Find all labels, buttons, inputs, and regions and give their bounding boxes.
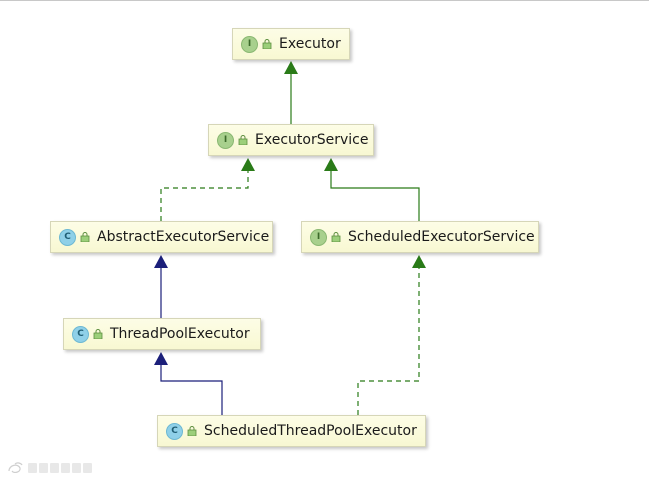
edge-executorservice-executor xyxy=(284,61,298,124)
edge-scheduledthreadpoolexecutor-threadpoolexecutor xyxy=(154,352,223,415)
node-label: ExecutorService xyxy=(255,132,369,148)
edge-abstractexecutorservice-executorservice xyxy=(160,158,255,221)
lock-icon xyxy=(331,232,341,242)
edge-scheduledexecutorservice-executorservice xyxy=(324,158,420,221)
top-divider xyxy=(0,0,649,1)
node-scheduled-thread-pool-executor[interactable]: C ScheduledThreadPoolExecutor xyxy=(157,415,426,447)
node-label: ScheduledThreadPoolExecutor xyxy=(204,423,417,439)
node-executor[interactable]: I Executor xyxy=(232,28,350,60)
edge-scheduledthreadpoolexecutor-scheduledexecutorservice xyxy=(357,255,426,415)
watermark-logo xyxy=(8,462,92,474)
lock-icon xyxy=(238,135,248,145)
class-badge-icon: C xyxy=(59,228,76,246)
interface-badge-icon: I xyxy=(310,228,327,246)
node-executor-service[interactable]: I ExecutorService xyxy=(208,124,374,156)
lock-icon xyxy=(80,232,90,242)
interface-badge-icon: I xyxy=(241,35,258,53)
node-label: ThreadPoolExecutor xyxy=(110,326,250,342)
node-label: AbstractExecutorService xyxy=(97,229,270,245)
node-abstract-executor-service[interactable]: C AbstractExecutorService xyxy=(50,221,273,253)
class-badge-icon: C xyxy=(72,325,89,343)
lock-icon xyxy=(93,329,103,339)
edge-threadpoolexecutor-abstractexecutorservice xyxy=(154,255,168,318)
lock-icon xyxy=(187,426,197,436)
node-scheduled-executor-service[interactable]: I ScheduledExecutorService xyxy=(301,221,539,253)
node-thread-pool-executor[interactable]: C ThreadPoolExecutor xyxy=(63,318,261,350)
node-label: Executor xyxy=(279,36,341,52)
interface-badge-icon: I xyxy=(217,131,234,149)
class-badge-icon: C xyxy=(166,422,183,440)
lock-icon xyxy=(262,39,272,49)
node-label: ScheduledExecutorService xyxy=(348,229,535,245)
